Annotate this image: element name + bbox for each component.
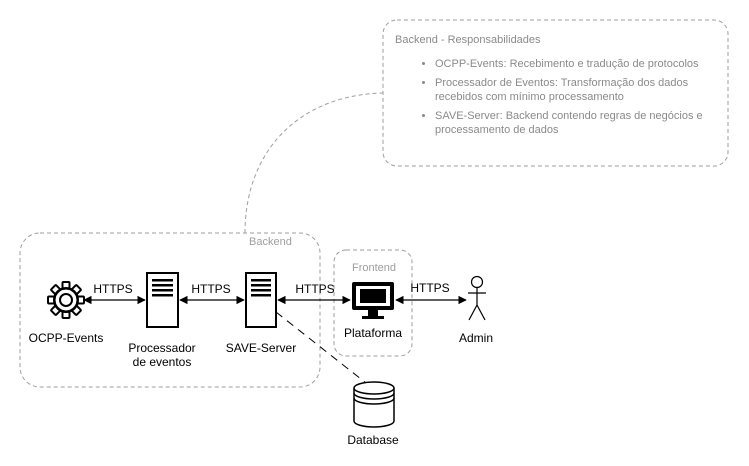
note-title: Backend - Responsabilidades (395, 34, 541, 46)
edge-label: HTTPS (93, 282, 133, 296)
node-label-plataforma: Plataforma (343, 326, 403, 340)
node-label-ocpp-events: OCPP-Events (28, 331, 104, 345)
node-label-processador-2: de eventos (132, 355, 192, 369)
note-item: Processador de Eventos: Transformação do… (435, 76, 725, 104)
backend-group (19, 232, 321, 388)
note-panel: Backend - Responsabilidades OCPP-Events:… (383, 20, 728, 166)
server-icon (146, 272, 179, 328)
person-icon (468, 275, 486, 321)
edge-label: HTTPS (191, 282, 231, 296)
edge-label: HTTPS (410, 281, 450, 295)
gear-icon (47, 281, 85, 319)
frontend-group-title: Frontend (352, 262, 397, 274)
server-icon (245, 272, 277, 328)
node-label-save-server: SAVE-Server (225, 341, 297, 355)
note-item: OCPP-Events: Recebimento e tradução de p… (435, 57, 725, 71)
edge-save-database (275, 311, 367, 384)
node-label-admin: Admin (458, 331, 494, 345)
note-item: SAVE-Server: Backend contendo regras de … (435, 109, 725, 137)
node-label-database: Database (347, 433, 399, 447)
note-connector (244, 92, 384, 234)
edge-label: HTTPS (295, 282, 335, 296)
node-label-processador: Processador (128, 341, 196, 355)
monitor-icon (352, 282, 394, 319)
note-list: OCPP-Events: Recebimento e tradução de p… (423, 50, 725, 137)
backend-group-title: Backend (249, 236, 292, 248)
database-icon (353, 381, 395, 428)
